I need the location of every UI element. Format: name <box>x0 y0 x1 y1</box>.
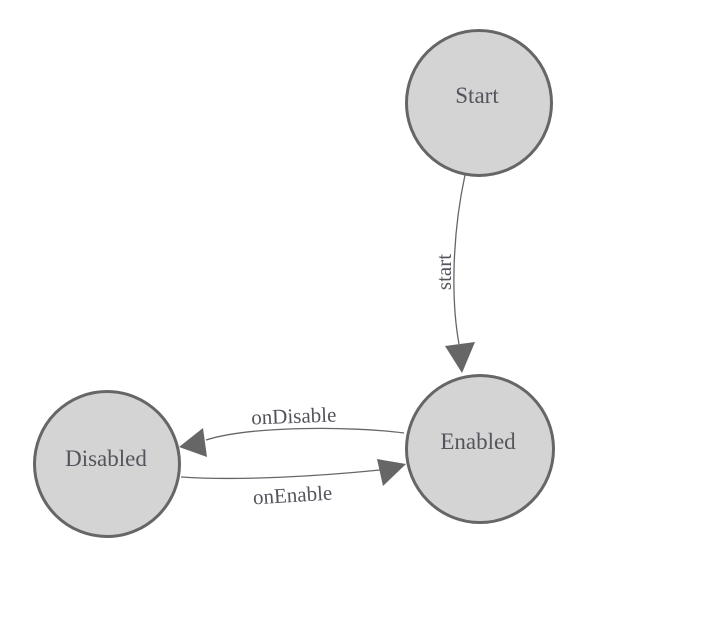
edge-line-ondisable <box>205 427 405 441</box>
edge-label-start: start <box>432 254 456 290</box>
edge-start-to-enabled: start <box>432 174 475 373</box>
node-start-label: Start <box>455 83 499 108</box>
edge-label-onenable: onEnable <box>252 481 333 510</box>
edge-enabled-to-disabled: onDisable <box>179 403 405 457</box>
edge-line-onenable <box>180 469 381 480</box>
node-start-circle[interactable] <box>405 29 553 177</box>
arrowhead-into-disabled <box>179 428 207 457</box>
node-disabled-circle[interactable] <box>33 390 181 538</box>
node-disabled-label: Disabled <box>65 446 147 471</box>
node-enabled[interactable]: Enabled <box>405 374 555 524</box>
arrowhead-into-enabled-left <box>377 459 406 486</box>
node-start[interactable]: Start <box>405 29 553 177</box>
node-enabled-circle[interactable] <box>405 374 555 524</box>
edge-disabled-to-enabled: onEnable <box>180 459 406 510</box>
node-enabled-label: Enabled <box>440 429 516 454</box>
node-disabled[interactable]: Disabled <box>33 390 181 538</box>
edge-label-ondisable: onDisable <box>251 403 337 430</box>
arrowhead-into-enabled-top <box>445 342 475 373</box>
edge-line-start <box>453 174 466 345</box>
